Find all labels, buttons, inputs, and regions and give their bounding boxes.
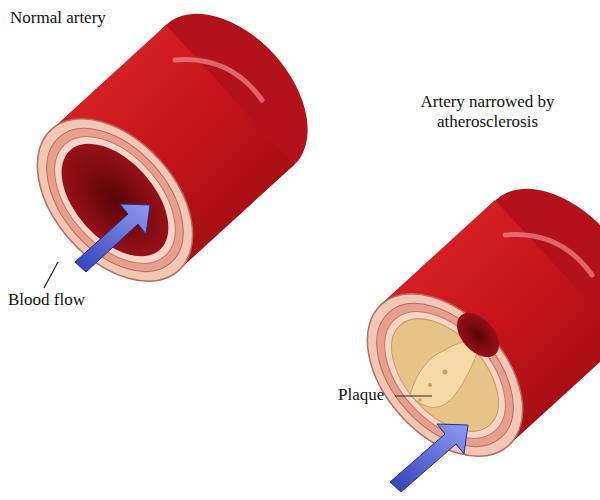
- part-label: Normal artery: [10, 8, 190, 28]
- part-label: Artery narrowed by atherosclerosis: [385, 92, 590, 133]
- part-label: Blood flow: [8, 290, 128, 310]
- part-label: Plaque: [338, 385, 418, 405]
- normal-artery: [7, 0, 338, 311]
- narrowed-artery: [337, 159, 600, 492]
